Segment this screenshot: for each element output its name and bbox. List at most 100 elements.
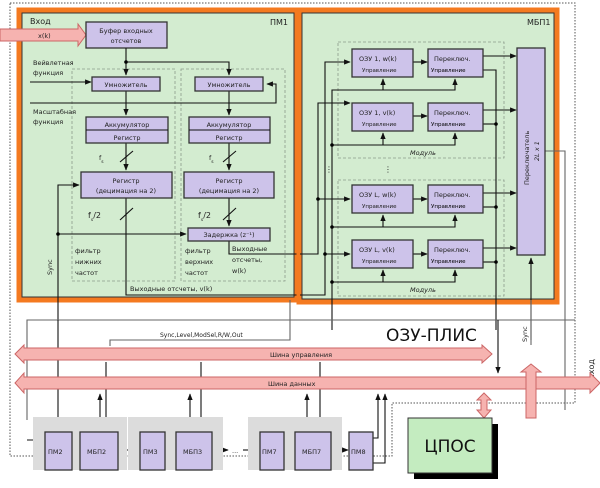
ram-label: ОЗУ L, w(k) [359, 191, 396, 199]
multiplier-high [194, 76, 264, 92]
control-signals-label: Sync,Level,ModSel,R/W,Out [160, 332, 243, 339]
ram-L-w [351, 184, 414, 214]
ram-label: ОЗУ L, v(k) [359, 246, 395, 254]
decim-label-2: (децимация на 2) [199, 187, 259, 195]
accumulator-label: Аккумулятор [207, 121, 252, 129]
mbp1-title: МБП1 [527, 18, 551, 27]
control-label: Управление [431, 68, 466, 74]
buffer-label: Буфер входных [99, 27, 153, 35]
ram-blocks: ОЗУ 1, w(k) ОЗУ 1, v(k) ОЗУ L, w(k) ОЗУ … [351, 48, 414, 269]
mbp1-wiring [300, 53, 566, 410]
wavelet-label: Вейвлетная [33, 59, 74, 67]
svg-text:фильтр: фильтр [185, 247, 211, 255]
highpass-label: фильтр верхних частот [185, 247, 213, 277]
input-arrow [0, 22, 87, 48]
pm1-title: ПМ1 [270, 18, 288, 27]
data-bus [14, 371, 600, 395]
decim-label-2: (децимация на 2) [96, 187, 156, 195]
pm2-block [44, 431, 73, 471]
mbp3-block [175, 431, 213, 471]
delay-label: Задержка (z⁻¹) [203, 231, 254, 239]
pm8-block [348, 431, 374, 471]
pm3-block [139, 431, 166, 471]
svg-text:фильтр: фильтр [75, 247, 101, 255]
pm2-label: ПМ2 [48, 448, 63, 456]
pm1-block [16, 7, 300, 303]
module-L [337, 179, 505, 297]
output-w-label: Выходные отсчеты, w(k) [232, 245, 267, 275]
buffer-label-2: отсчетов [111, 37, 142, 45]
module-label: Модуль [410, 149, 436, 157]
dsp-output-link [519, 363, 543, 419]
switch-1-w [427, 48, 484, 78]
control-label: Управление [431, 204, 466, 210]
output-label: Выход [587, 359, 596, 386]
lowpass-label: фильтр нижних частот [75, 247, 102, 277]
fs-label: fs [99, 154, 104, 165]
module-label: Модуль [410, 286, 436, 294]
fpga-boundary [9, 2, 576, 457]
decim-label: Регистр [112, 177, 139, 185]
svg-text:частот: частот [75, 269, 98, 277]
dsp-block [407, 417, 493, 474]
dsp-label: ЦПОС [424, 437, 475, 457]
pm3-label: ПМ3 [143, 448, 158, 456]
control-label: Управление [362, 122, 397, 128]
mbp2-label: МБП2 [87, 448, 106, 456]
module-1 [337, 41, 505, 159]
switch-label: Переключ. [434, 109, 470, 117]
input-signal: x(k) [38, 32, 51, 40]
control-label: Управление [362, 68, 397, 74]
sync-label-left: Sync [46, 259, 54, 275]
accumulator-label: Аккумулятор [105, 121, 150, 129]
mbp7-label: МБП7 [302, 448, 321, 456]
ram-1-v [351, 102, 414, 132]
switch-L-w [427, 184, 484, 214]
svg-text:w(k): w(k) [232, 267, 246, 275]
control-label: Управление [431, 122, 466, 128]
fs-label: fs [209, 154, 214, 165]
svg-text:Выходные: Выходные [232, 245, 267, 253]
decimation-register-high [183, 171, 275, 199]
big-switch [516, 47, 546, 256]
sync-label-right: Sync [521, 326, 529, 342]
fs2-label: fs/2 [88, 211, 101, 223]
switch-1-v [427, 102, 484, 132]
switch-label: Переключ. [434, 55, 470, 63]
svg-text:отсчеты,: отсчеты, [232, 256, 262, 264]
big-switch-label: Переключатель [523, 131, 531, 185]
pm8-label: ПМ8 [351, 448, 366, 456]
register-label: Регистр [215, 134, 242, 142]
ellipsis: ⋮ [325, 165, 333, 174]
ellipsis: ... [232, 447, 238, 455]
ram-label: ОЗУ 1, v(k) [359, 109, 395, 117]
switch-blocks: Переключ. Переключ. Переключ. Переключ. … [427, 48, 484, 269]
pm1-wiring [30, 48, 300, 320]
data-bus-label: Шина данных [268, 380, 316, 388]
ellipsis: ⋮ [384, 165, 392, 174]
control-label: Управление [362, 259, 397, 265]
fs2-label: fs/2 [198, 211, 211, 223]
register-label: Регистр [113, 134, 140, 142]
system-title: ОЗУ-ПЛИС [386, 326, 477, 346]
control-bus [14, 343, 493, 365]
ram-1-w [351, 48, 414, 78]
multiplier-low [91, 76, 161, 92]
multiplier-label: Умножитель [105, 81, 148, 89]
delay-block [187, 227, 271, 242]
decimation-register-low [80, 171, 173, 199]
ram-L-v [351, 239, 414, 269]
control-bus-label: Шина управления [270, 351, 332, 359]
mbp2-block [79, 431, 119, 471]
svg-text:нижних: нижних [75, 258, 102, 266]
decim-label: Регистр [215, 177, 242, 185]
scale-label: Масштабная [33, 108, 76, 116]
dsp-data-link [475, 392, 493, 419]
multiplier-label: Умножитель [208, 81, 251, 89]
pm7-block [259, 431, 285, 471]
output-v-label: Выходные отсчеты, v(k) [130, 285, 212, 293]
svg-text:верхних: верхних [185, 258, 213, 266]
mbp7-block [294, 431, 332, 471]
svg-text:частот: частот [185, 269, 208, 277]
